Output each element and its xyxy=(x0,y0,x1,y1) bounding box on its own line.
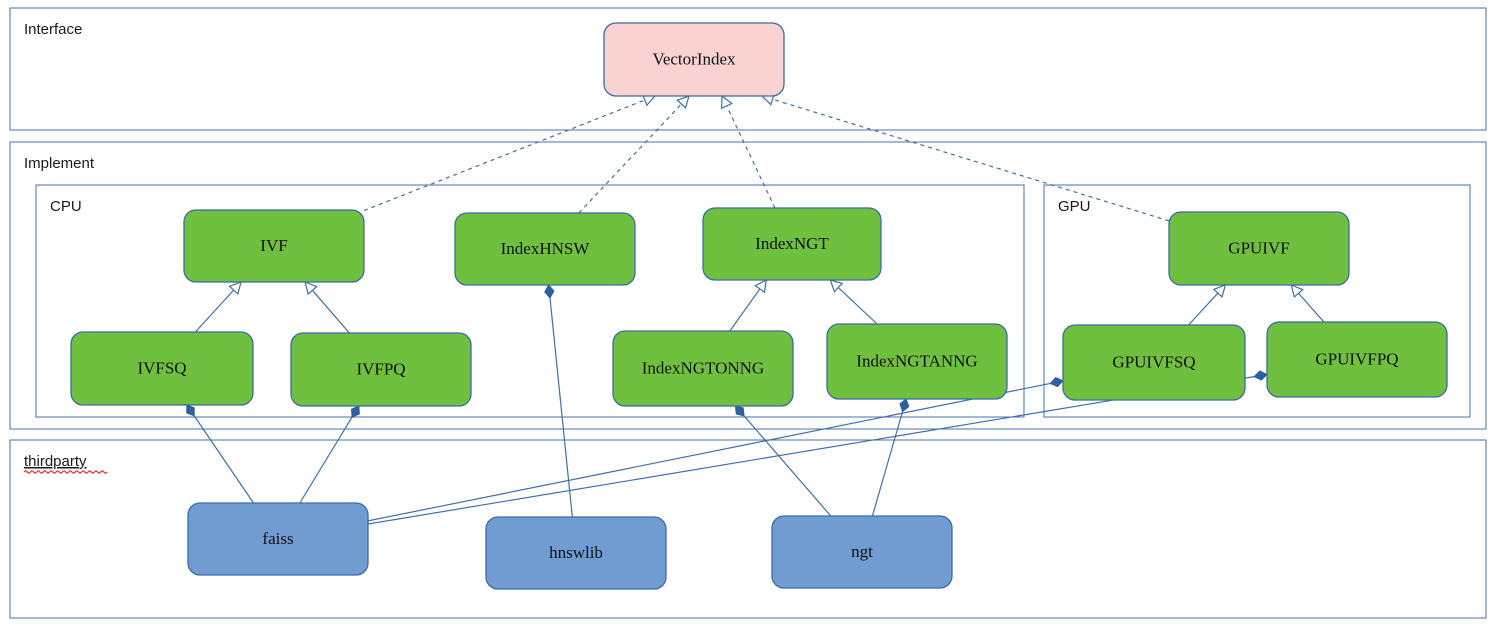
node-rect-gpuivfsq[interactable] xyxy=(1062,324,1246,401)
composition-diamond-faiss-ivfsq xyxy=(186,404,195,417)
node-rect-indexhnsw[interactable] xyxy=(454,212,636,286)
edge-faiss-to-gpuivfpq xyxy=(367,376,1255,525)
edge-faiss-to-gpuivfsq xyxy=(367,382,1051,522)
edge-ngt-to-indexngtanng xyxy=(871,411,904,517)
group-label-thirdparty: thirdparty xyxy=(24,453,87,470)
group-gpu: GPU xyxy=(1043,184,1471,418)
generalization-arrowhead-indexngtanng xyxy=(829,279,844,293)
edge-ivfsq-to-ivf xyxy=(194,289,235,333)
composition-diamond-hnswlib-indexhnsw xyxy=(544,284,555,299)
group-box-interface xyxy=(9,7,1487,131)
group-box-cpu xyxy=(35,184,1025,418)
node-label-indexngt: IndexNGT xyxy=(755,234,829,253)
node-ngt[interactable]: ngt xyxy=(771,515,953,589)
edge-indexngt-to-vectorindex xyxy=(726,105,776,209)
node-indexngt[interactable]: IndexNGT xyxy=(702,207,882,281)
node-ivfpq[interactable]: IVFPQ xyxy=(290,332,472,407)
node-rect-hnswlib[interactable] xyxy=(485,516,667,590)
node-rect-ngt[interactable] xyxy=(771,515,953,589)
node-label-indexngtanng: IndexNGTANNG xyxy=(856,351,977,370)
node-label-gpuivfpq: GPUIVFPQ xyxy=(1315,349,1398,368)
group-thirdparty: thirdparty xyxy=(9,439,1487,619)
generalization-arrowhead-gpuivfsq xyxy=(1212,284,1227,298)
node-vectorindex[interactable]: VectorIndex xyxy=(603,22,785,97)
realization-arrowhead-indexngt xyxy=(721,94,733,110)
node-label-gpuivf: GPUIVF xyxy=(1228,238,1289,257)
node-label-indexngtonng: IndexNGTONNG xyxy=(642,358,764,377)
composition-diamond-faiss-gpuivfpq xyxy=(1253,370,1268,381)
node-indexngtonng[interactable]: IndexNGTONNG xyxy=(612,330,794,407)
relationship-edges xyxy=(186,93,1325,525)
node-rect-faiss[interactable] xyxy=(187,502,369,576)
node-rect-indexngt[interactable] xyxy=(702,207,882,281)
node-gpuivf[interactable]: GPUIVF xyxy=(1168,211,1350,286)
node-label-gpuivfsq: GPUIVFSQ xyxy=(1112,352,1195,371)
group-label-cpu: CPU xyxy=(50,198,82,215)
composition-diamond-faiss-gpuivfsq xyxy=(1049,377,1064,388)
group-box-thirdparty xyxy=(9,439,1487,619)
edge-indexngtonng-to-indexngt xyxy=(729,288,761,332)
group-label-interface: Interface xyxy=(24,21,82,38)
group-interface: Interface xyxy=(9,7,1487,131)
group-box-implement xyxy=(9,141,1487,430)
group-cpu: CPU xyxy=(35,184,1025,418)
node-rect-vectorindex[interactable] xyxy=(603,22,785,97)
node-rect-indexngtonng[interactable] xyxy=(612,330,794,407)
realization-arrowhead-indexhnsw xyxy=(676,95,690,109)
node-label-ivfpq: IVFPQ xyxy=(356,359,405,378)
edge-ivf-to-vectorindex xyxy=(363,99,645,212)
edge-faiss-to-ivfsq xyxy=(193,415,255,504)
node-ivf[interactable]: IVF xyxy=(183,209,365,283)
edge-indexhnsw-to-vectorindex xyxy=(578,103,682,214)
node-indexngtanng[interactable]: IndexNGTANNG xyxy=(826,323,1008,400)
spellcheck-underline xyxy=(23,470,108,474)
edge-gpuivfsq-to-gpuivf xyxy=(1188,292,1219,326)
generalization-arrowhead-ivfsq xyxy=(228,281,242,296)
edge-faiss-to-ivfpq xyxy=(299,416,353,504)
edge-hnswlib-to-indexhnsw xyxy=(549,297,573,518)
node-ivfsq[interactable]: IVFSQ xyxy=(70,331,254,406)
node-rect-indexngtanng[interactable] xyxy=(826,323,1008,400)
node-label-faiss: faiss xyxy=(262,529,293,548)
node-label-indexhnsw: IndexHNSW xyxy=(501,239,591,258)
edge-gpuivfpq-to-gpuivf xyxy=(1298,292,1325,323)
edge-ngt-to-indexngtonng xyxy=(743,415,832,517)
node-gpuivfpq[interactable]: GPUIVFPQ xyxy=(1266,321,1448,398)
composition-diamond-ngt-indexngtanng xyxy=(899,398,910,413)
spellcheck-squiggle xyxy=(23,470,108,474)
composition-diamond-ngt-indexngtonng xyxy=(734,405,745,417)
node-rect-ivfsq[interactable] xyxy=(70,331,254,406)
node-label-hnswlib: hnswlib xyxy=(549,543,603,562)
node-label-vectorindex: VectorIndex xyxy=(652,49,736,68)
group-implement: Implement xyxy=(9,141,1487,430)
composition-diamond-faiss-ivfpq xyxy=(350,405,360,418)
generalization-arrowhead-gpuivfpq xyxy=(1290,284,1304,299)
edge-indexngtanng-to-indexngt xyxy=(837,287,878,325)
node-rect-ivfpq[interactable] xyxy=(290,332,472,407)
node-rect-gpuivf[interactable] xyxy=(1168,211,1350,286)
group-label-gpu: GPU xyxy=(1058,198,1091,215)
node-indexhnsw[interactable]: IndexHNSW xyxy=(454,212,636,286)
node-label-ngt: ngt xyxy=(851,542,873,561)
group-box-gpu xyxy=(1043,184,1471,418)
generalization-arrowhead-ivfpq xyxy=(304,281,318,296)
group-label-implement: Implement xyxy=(24,155,95,172)
node-label-ivfsq: IVFSQ xyxy=(137,358,186,377)
node-rect-gpuivfpq[interactable] xyxy=(1266,321,1448,398)
node-gpuivfsq[interactable]: GPUIVFSQ xyxy=(1062,324,1246,401)
node-faiss[interactable]: faiss xyxy=(187,502,369,576)
node-rect-ivf[interactable] xyxy=(183,209,365,283)
edge-gpuivf-to-vectorindex xyxy=(772,98,1170,222)
node-label-ivf: IVF xyxy=(260,236,287,255)
edge-ivfpq-to-ivf xyxy=(311,289,350,334)
generalization-arrowhead-indexngtonng xyxy=(754,278,768,294)
node-hnswlib[interactable]: hnswlib xyxy=(485,516,667,590)
